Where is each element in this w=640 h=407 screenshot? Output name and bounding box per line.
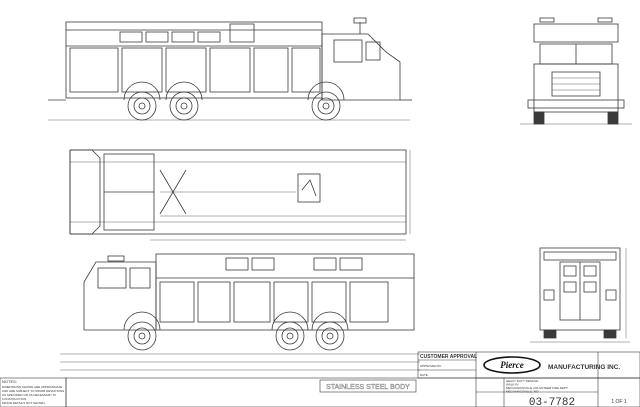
body-material: STAINLESS STEEL BODY <box>326 384 410 391</box>
title-block <box>65 351 640 407</box>
side-elevation-top <box>48 17 412 121</box>
notes-line: CONSTRUCTION. <box>2 397 27 401</box>
notes-line: MINOR DETAILS NOT SHOWN. <box>2 401 46 405</box>
description-line: WALK-IN <box>506 383 518 387</box>
drawing-number: 03-7782 <box>529 397 575 407</box>
rear-elevation <box>530 247 630 343</box>
notes-box: NOTES: DIMENSIONS SHOWN ARE APPROXIMATE … <box>0 377 67 407</box>
pierce-logo <box>483 356 541 374</box>
sheet-number: 1 OF 1 <box>611 399 627 405</box>
customer-approval-label: CUSTOMER APPROVAL <box>420 354 477 360</box>
manufacturer-name: MANUFACTURING INC. <box>548 364 620 371</box>
plan-view <box>69 149 411 241</box>
description-line: MECHANICSVILLE, MD <box>506 390 539 394</box>
notes-line: DIMENSIONS SHOWN ARE APPROXIMATE <box>2 385 62 389</box>
description-line: MECHANICSVILLE VOLUNTEER FIRE DEPT. <box>506 386 569 390</box>
brand-logo-text: Pierce <box>500 360 523 370</box>
notes-heading: NOTES: <box>2 379 17 384</box>
description-line: HEAVY DUTY RESCUE <box>506 379 538 383</box>
front-elevation <box>520 17 632 125</box>
notes-line: AS SPECIFIED OR AS NECESSARY IN <box>2 393 56 397</box>
approved-by-label: APPROVED BY <box>420 364 442 368</box>
notes-line: AND ARE SUBJECT TO MINOR DEVIATIONS <box>2 389 64 393</box>
side-elevation-bottom <box>60 253 420 371</box>
date-label: DATE <box>420 373 428 377</box>
